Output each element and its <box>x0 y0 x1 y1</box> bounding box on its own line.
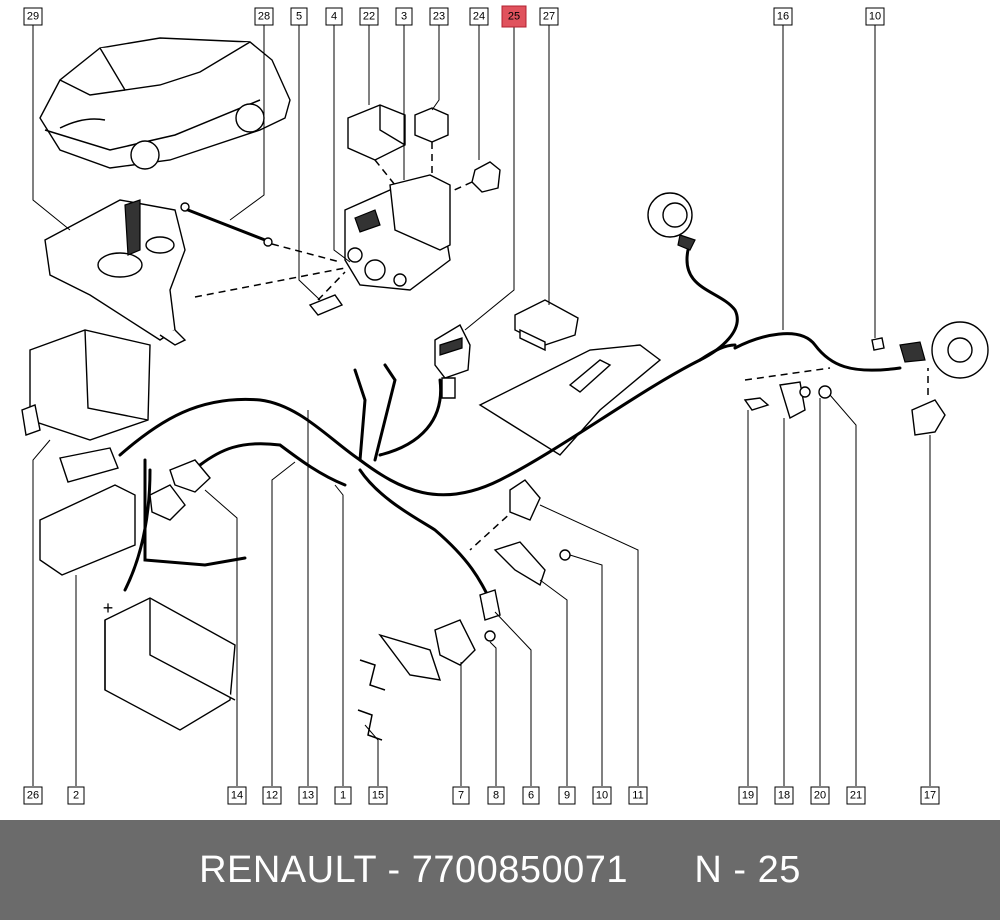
callout-5[interactable]: 5 <box>290 7 308 26</box>
svg-text:17: 17 <box>924 790 936 802</box>
leader-lines <box>32 25 931 786</box>
fuse-box-2 <box>39 447 136 576</box>
svg-text:3: 3 <box>401 11 407 23</box>
callout-29[interactable]: 29 <box>23 7 43 26</box>
svg-text:5: 5 <box>296 11 302 23</box>
callout-4[interactable]: 4 <box>325 7 343 26</box>
rear-cable <box>733 332 902 420</box>
relay-22 <box>347 104 406 186</box>
callouts-bottom: 26 2 14 12 13 1 15 7 8 6 9 10 11 19 18 2… <box>23 786 940 805</box>
callout-26[interactable]: 26 <box>23 786 43 805</box>
svg-text:16: 16 <box>777 11 789 23</box>
callout-20[interactable]: 20 <box>810 786 830 805</box>
svg-text:20: 20 <box>814 790 826 802</box>
callout-22[interactable]: 22 <box>359 7 379 26</box>
callout-12[interactable]: 12 <box>262 786 282 805</box>
svg-text:28: 28 <box>258 11 270 23</box>
svg-text:6: 6 <box>528 790 534 802</box>
sensor-14 <box>149 459 211 521</box>
callout-9[interactable]: 9 <box>558 786 576 805</box>
callout-1[interactable]: 1 <box>334 786 352 805</box>
abs-hydraulic-unit <box>194 174 451 298</box>
svg-text:7: 7 <box>458 790 464 802</box>
svg-text:18: 18 <box>778 790 790 802</box>
svg-text:10: 10 <box>869 11 881 23</box>
callout-19[interactable]: 19 <box>738 786 758 805</box>
callout-8[interactable]: 8 <box>487 786 505 805</box>
callout-27[interactable]: 27 <box>539 7 559 26</box>
svg-text:29: 29 <box>27 11 39 23</box>
vehicle-illustration <box>39 37 291 170</box>
svg-text:9: 9 <box>564 790 570 802</box>
ground-strap <box>180 202 341 263</box>
footer-banner: RENAULT - 7700850071 N - 25 <box>0 820 1000 920</box>
svg-text:11: 11 <box>632 790 643 802</box>
callout-7[interactable]: 7 <box>452 786 470 805</box>
separator: - <box>376 848 412 891</box>
callout-2[interactable]: 2 <box>67 786 85 805</box>
footer-caption: RENAULT - 7700850071 N - 25 <box>199 849 801 892</box>
svg-text:23: 23 <box>433 11 445 23</box>
callout-17[interactable]: 17 <box>920 786 940 805</box>
callout-16[interactable]: 16 <box>773 7 793 26</box>
callout-15[interactable]: 15 <box>368 786 388 805</box>
callout-24[interactable]: 24 <box>469 7 489 26</box>
part-number: 7700850071 <box>411 848 629 891</box>
sensor-5 <box>308 271 346 316</box>
parts-diagram: + <box>21 5 989 805</box>
callout-18[interactable]: 18 <box>774 786 794 805</box>
front-hub <box>647 192 739 362</box>
callout-21[interactable]: 21 <box>846 786 866 805</box>
svg-text:4: 4 <box>331 11 337 23</box>
svg-text:25: 25 <box>508 11 520 23</box>
ecu-26 <box>21 329 151 441</box>
callout-25-highlighted[interactable]: 25 <box>501 5 527 28</box>
callouts-top: 29 28 5 4 22 3 23 24 25 27 16 10 <box>23 5 885 28</box>
reference-label: N - 25 <box>694 848 801 891</box>
battery: + <box>103 597 236 731</box>
brand-name: RENAULT <box>199 848 377 891</box>
module-27 <box>514 299 579 352</box>
svg-text:1: 1 <box>340 790 346 802</box>
connector-24 <box>449 161 501 193</box>
svg-text:22: 22 <box>363 11 375 23</box>
svg-text:13: 13 <box>302 790 314 802</box>
rear-hub <box>871 321 989 436</box>
relay-23 <box>414 107 449 175</box>
svg-text:27: 27 <box>543 11 555 23</box>
callout-13[interactable]: 13 <box>298 786 318 805</box>
floor-tray <box>478 344 662 456</box>
callout-23[interactable]: 23 <box>429 7 449 26</box>
svg-text:14: 14 <box>231 790 243 802</box>
callout-3[interactable]: 3 <box>395 7 413 26</box>
svg-text:10: 10 <box>596 790 608 802</box>
callout-28[interactable]: 28 <box>254 7 274 26</box>
lower-brackets <box>357 479 571 741</box>
svg-text:8: 8 <box>493 790 499 802</box>
svg-text:24: 24 <box>473 11 485 23</box>
abs-bracket <box>44 199 187 346</box>
callout-11[interactable]: 11 <box>628 786 648 805</box>
callout-10-top[interactable]: 10 <box>865 7 885 26</box>
main-harness <box>118 343 737 602</box>
callout-10-bottom[interactable]: 10 <box>592 786 612 805</box>
svg-text:15: 15 <box>372 790 384 802</box>
svg-text:+: + <box>103 598 114 618</box>
callout-14[interactable]: 14 <box>227 786 247 805</box>
gap <box>628 849 694 891</box>
svg-text:26: 26 <box>27 790 39 802</box>
svg-text:2: 2 <box>73 790 79 802</box>
callout-6[interactable]: 6 <box>522 786 540 805</box>
svg-text:19: 19 <box>742 790 754 802</box>
svg-text:21: 21 <box>850 790 862 802</box>
svg-text:12: 12 <box>266 790 278 802</box>
